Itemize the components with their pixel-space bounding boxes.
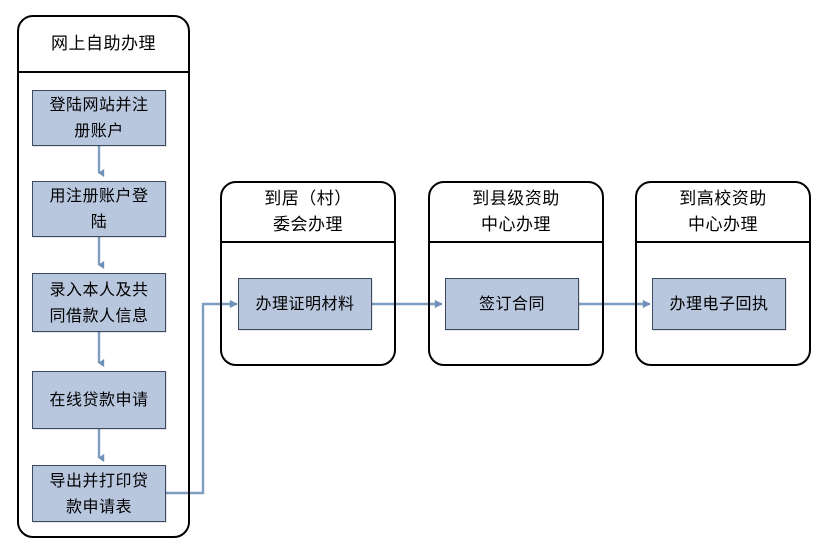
- step-register-box[interactable]: 登陆网站并注 册账户: [32, 90, 166, 146]
- lane-county-center-header: 到县级资助 中心办理: [430, 183, 602, 243]
- step-electronic-receipt-box[interactable]: 办理电子回执: [652, 278, 786, 330]
- lane-online-self-service: 网上自助办理: [17, 15, 190, 538]
- step-sign-contract-box[interactable]: 签订合同: [445, 278, 579, 330]
- step-register-label: 登陆网站并注 册账户: [49, 95, 149, 140]
- lane-college-center: 到高校资助 中心办理: [635, 181, 811, 366]
- step-login-box[interactable]: 用注册账户登 陆: [32, 181, 166, 237]
- step-login-label: 用注册账户登 陆: [49, 186, 149, 231]
- step-enter-info-label: 录入本人及共 同借款人信息: [49, 279, 149, 325]
- step-enter-info-box[interactable]: 录入本人及共 同借款人信息: [32, 273, 166, 332]
- step-export-print-box[interactable]: 导出并打印贷 款申请表: [32, 465, 166, 522]
- lane-village-committee: 到居（村） 委会办理: [220, 181, 396, 366]
- step-online-apply-label: 在线贷款申请: [49, 390, 149, 409]
- step-certify-materials-label: 办理证明材料: [255, 294, 355, 313]
- lane-college-center-header: 到高校资助 中心办理: [637, 183, 809, 243]
- lane-county-center: 到县级资助 中心办理: [428, 181, 604, 366]
- step-electronic-receipt-label: 办理电子回执: [669, 294, 769, 313]
- lane-online-header: 网上自助办理: [19, 17, 188, 73]
- step-online-apply-box[interactable]: 在线贷款申请: [32, 371, 166, 429]
- step-certify-materials-box[interactable]: 办理证明材料: [238, 278, 372, 330]
- step-export-print-label: 导出并打印贷 款申请表: [49, 470, 149, 516]
- step-sign-contract-label: 签订合同: [478, 294, 545, 313]
- lane-village-committee-header: 到居（村） 委会办理: [222, 183, 394, 243]
